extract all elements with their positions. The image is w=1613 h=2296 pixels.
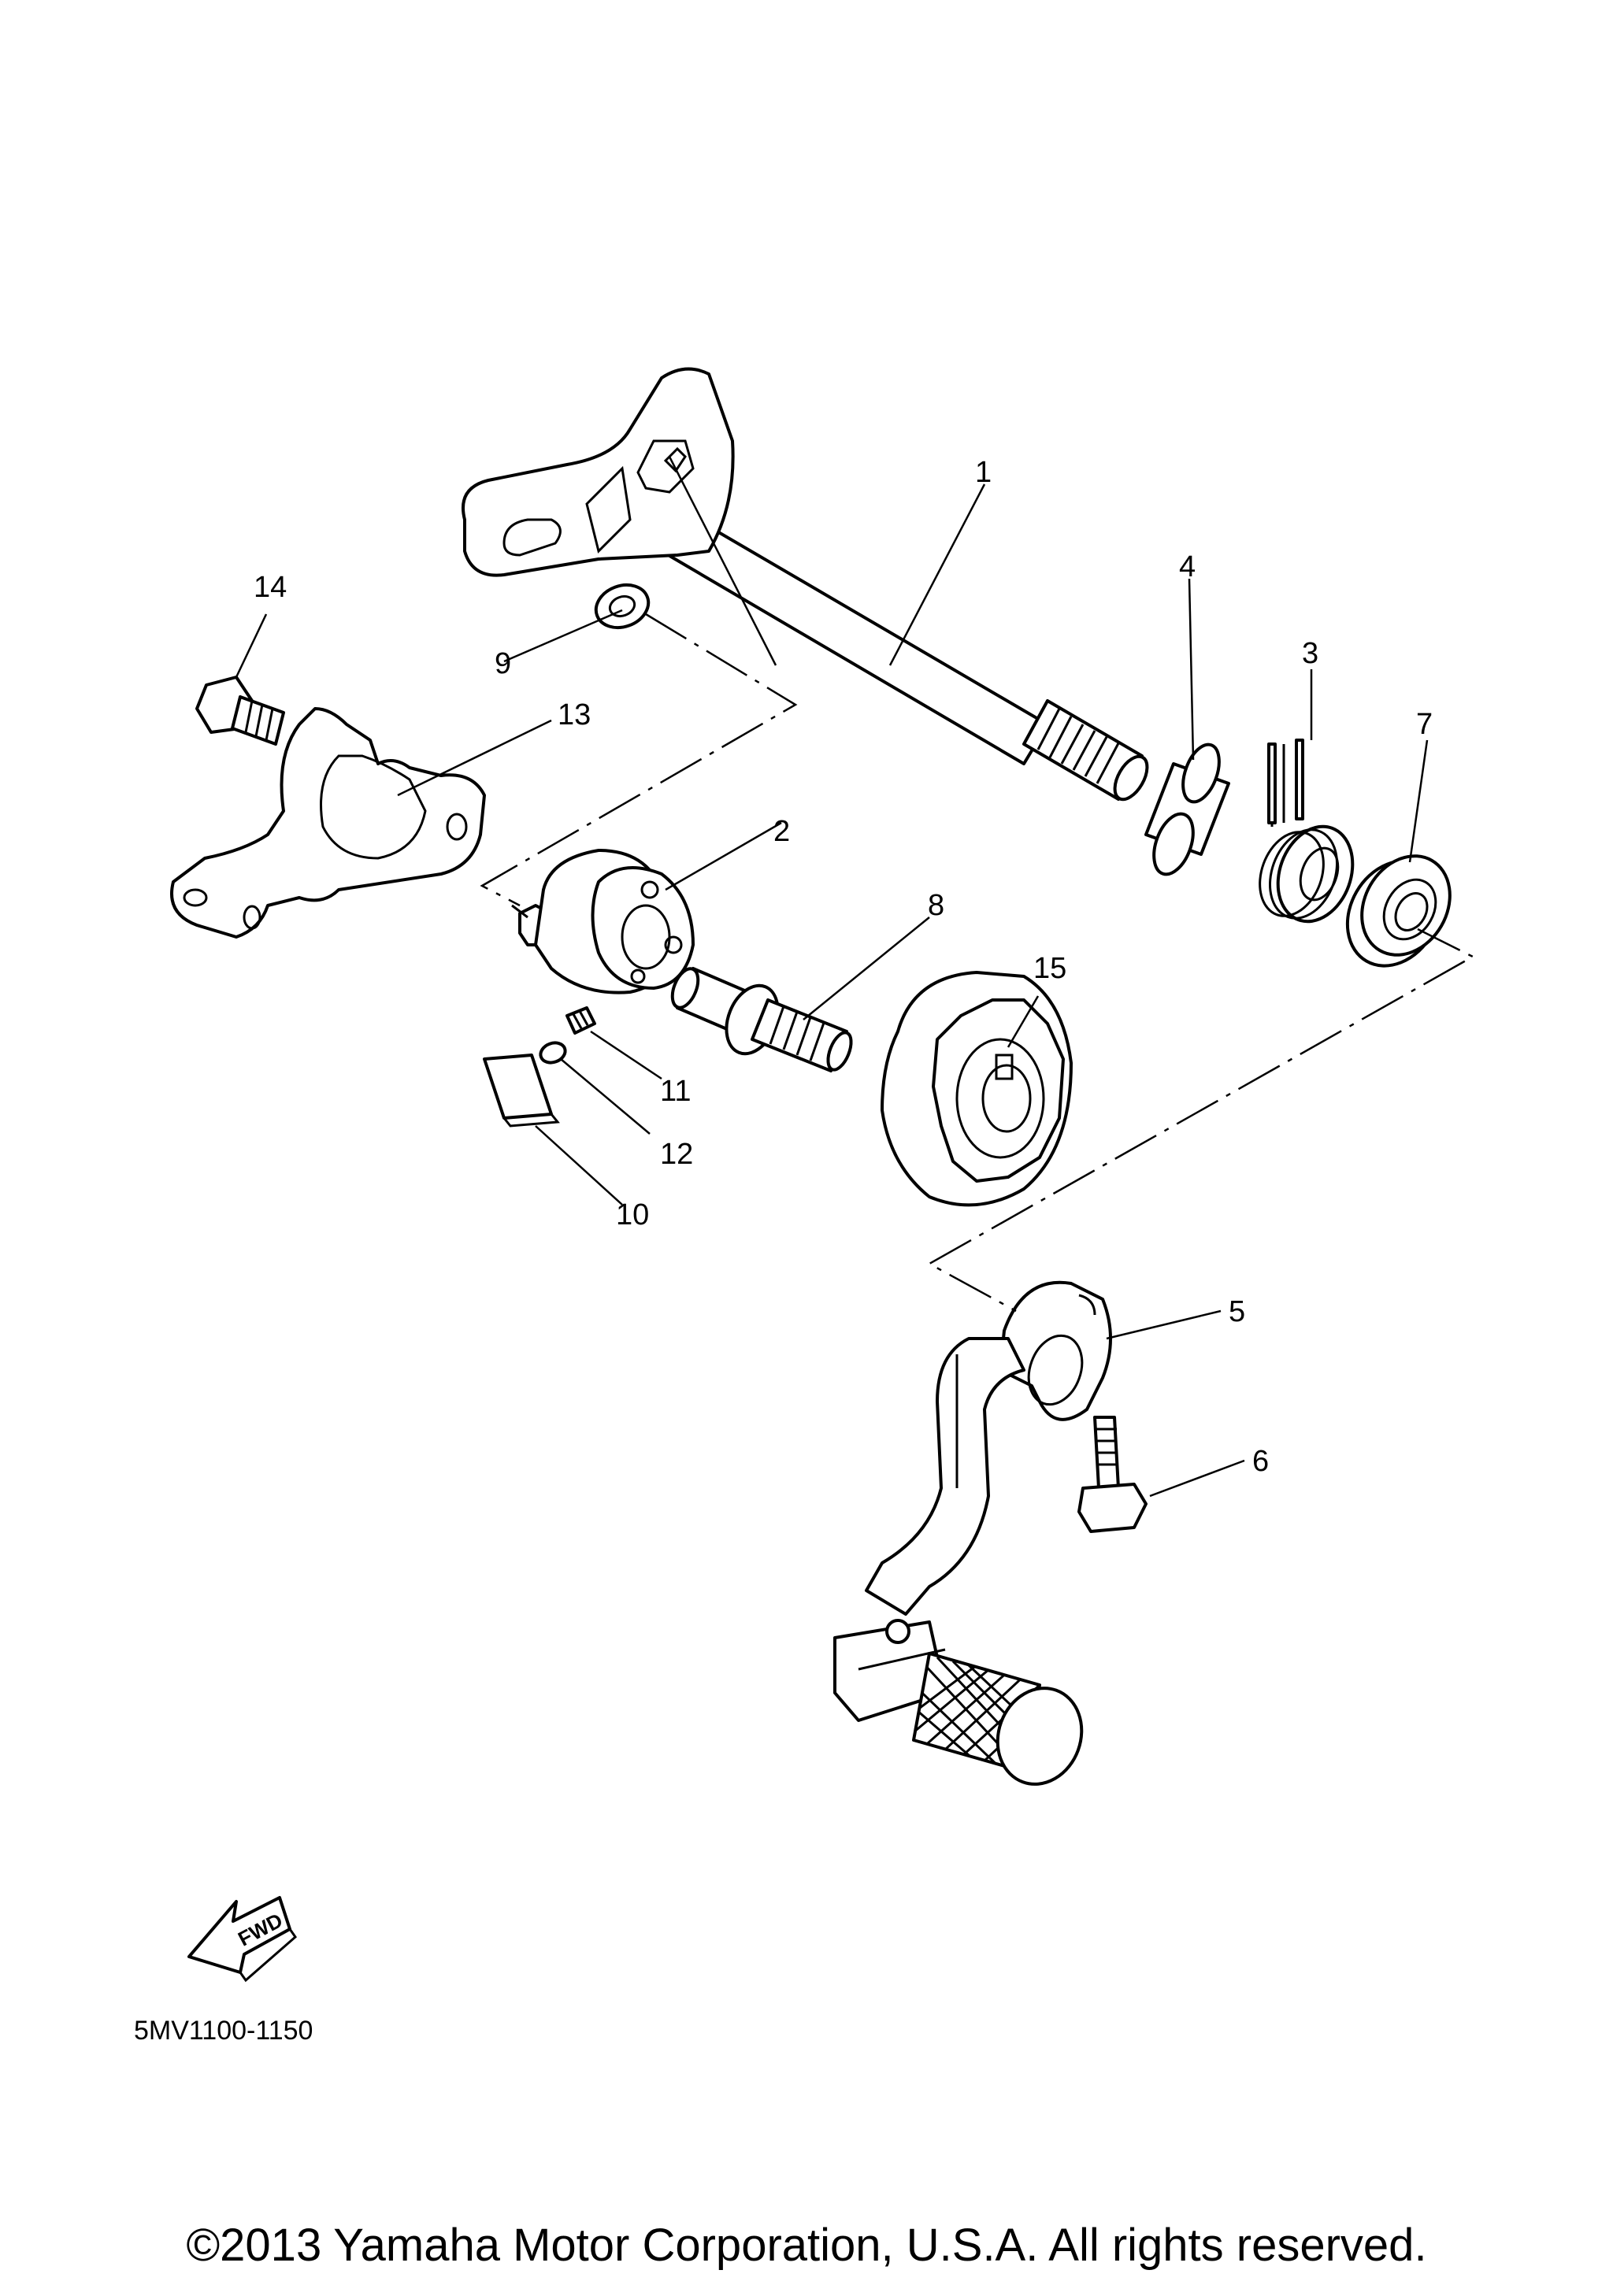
shift-pedal-part-5: [833, 1280, 1112, 1786]
bolt-part-14: [195, 676, 285, 746]
washer-part-9: [594, 583, 651, 630]
callout-5: 5: [1229, 1295, 1245, 1328]
callout-4: 4: [1179, 550, 1196, 583]
callout-1: 1: [975, 456, 992, 489]
callout-8: 8: [928, 889, 944, 922]
stopper-plate-part-13: [170, 707, 486, 939]
pin-part-12: [539, 1041, 567, 1065]
callout-12: 12: [660, 1138, 693, 1171]
leader-lines: [235, 456, 1429, 1498]
diagram-code: 5MV1100-1150: [134, 2016, 313, 2046]
callout-2: 2: [773, 815, 790, 848]
callout-7: 7: [1416, 708, 1433, 741]
pin-part-8: [670, 967, 853, 1072]
bolt-part-6: [1077, 1416, 1148, 1533]
callout-14: 14: [254, 571, 287, 604]
spring-part-11: [565, 1006, 596, 1035]
spring-part-3: [1259, 739, 1355, 924]
callout-15: 15: [1033, 952, 1066, 985]
assembly-lines: [480, 613, 1475, 1313]
copyright-notice: ©2013 Yamaha Motor Corporation, U.S.A. A…: [186, 2220, 1427, 2271]
plate-part-10: [483, 1054, 560, 1128]
oil-seal-part-7: [1345, 854, 1452, 968]
callout-11: 11: [660, 1075, 691, 1108]
callout-labels: 1 2 3 4 5 6 7 8 9 10 11 12 13 14 15: [254, 456, 1433, 1478]
segment-part-2: [511, 849, 695, 994]
collar-part-4: [1144, 742, 1230, 876]
callout-13: 13: [558, 698, 591, 731]
callout-6: 6: [1252, 1445, 1269, 1478]
callout-9: 9: [495, 647, 511, 680]
cam-part-15: [881, 971, 1073, 1207]
shift-shaft-part: [462, 367, 1149, 802]
callout-10: 10: [616, 1198, 649, 1231]
forward-arrow-icon: FWD: [187, 1896, 298, 1983]
callout-3: 3: [1302, 637, 1318, 670]
